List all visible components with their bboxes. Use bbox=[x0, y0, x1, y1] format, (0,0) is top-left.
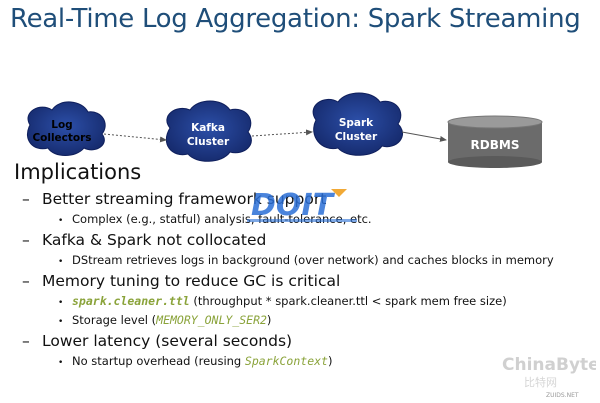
implication-item: –Better streaming framework support bbox=[22, 190, 597, 212]
implication-subitem: • Storage level (MEMORY_ONLY_SER2) bbox=[22, 313, 597, 332]
subitem-text: Storage level (MEMORY_ONLY_SER2) bbox=[72, 313, 271, 327]
svg-text:DOIT: DOIT bbox=[251, 188, 336, 223]
implication-item: –Kafka & Spark not collocated bbox=[22, 231, 597, 253]
subitem-text-part: ) bbox=[327, 354, 333, 368]
bullet-dash: – bbox=[22, 190, 30, 208]
subitem-text: spark.cleaner.ttl (throughput * spark.cl… bbox=[72, 294, 507, 308]
subitem-text-part: Complex (e.g., statful) analysis, fault-… bbox=[72, 212, 372, 226]
arrow-spark-to-rdbms bbox=[401, 131, 447, 142]
subitem-text-part: ) bbox=[266, 313, 272, 327]
bullet-dot: • bbox=[58, 298, 64, 308]
svg-text:ChinaByte: ChinaByte bbox=[502, 355, 596, 375]
doit-watermark-logo: DOIT bbox=[247, 188, 357, 223]
spark-label-1: Spark bbox=[339, 117, 374, 129]
log-collectors-label-2: Collectors bbox=[32, 132, 91, 144]
implication-subitem: • DStream retrieves logs in background (o… bbox=[22, 253, 597, 272]
kafka-label-1: Kafka bbox=[191, 122, 225, 134]
subitem-text: DStream retrieves logs in background (ov… bbox=[72, 253, 554, 267]
bullet-dot: • bbox=[58, 317, 64, 327]
code-term: MEMORY_ONLY_SER2 bbox=[156, 313, 267, 327]
implication-text: Lower latency (several seconds) bbox=[42, 332, 293, 350]
implications-heading: Implications bbox=[14, 160, 142, 184]
spark-cluster-node: Spark Cluster bbox=[312, 92, 404, 156]
log-collectors-node: Log Collectors bbox=[26, 101, 106, 156]
subitem-text: No startup overhead (reusing SparkContex… bbox=[72, 354, 332, 368]
subitem-text-part: Storage level ( bbox=[72, 313, 157, 327]
arrow-collectors-to-kafka bbox=[103, 133, 167, 143]
log-collectors-label-1: Log bbox=[51, 119, 72, 131]
implication-subitem: • spark.cleaner.ttl (throughput * spark.c… bbox=[22, 294, 597, 313]
slide-title: Real-Time Log Aggregation: Spark Streami… bbox=[10, 4, 581, 34]
code-term: SparkContext bbox=[244, 354, 328, 368]
implication-text: Memory tuning to reduce GC is critical bbox=[42, 272, 341, 290]
chinabyte-watermark-logo: ChinaByte 比特网 ZUIDS.NET bbox=[502, 355, 596, 399]
pipeline-diagram: Log Collectors Kafka Cluster Spark Clust… bbox=[26, 92, 543, 168]
implication-text: Kafka & Spark not collocated bbox=[42, 231, 267, 249]
svg-text:比特网: 比特网 bbox=[524, 375, 557, 389]
rdbms-node: RDBMS bbox=[447, 115, 543, 168]
implication-item: –Memory tuning to reduce GC is critical bbox=[22, 272, 597, 294]
bullet-dash: – bbox=[22, 272, 30, 290]
bullet-dot: • bbox=[58, 358, 64, 368]
kafka-cluster-node: Kafka Cluster bbox=[165, 100, 252, 162]
subitem-text-part: (throughput * spark.cleaner.ttl < spark … bbox=[189, 294, 507, 308]
svg-text:ZUIDS.NET: ZUIDS.NET bbox=[546, 392, 579, 399]
subitem-text: Complex (e.g., statful) analysis, fault-… bbox=[72, 212, 372, 226]
bullet-dash: – bbox=[22, 332, 30, 350]
subitem-text-part: DStream retrieves logs in background (ov… bbox=[72, 253, 554, 267]
bullet-dot: • bbox=[58, 216, 64, 226]
bullet-dot: • bbox=[58, 257, 64, 267]
subitem-text-part: No startup overhead (reusing bbox=[72, 354, 245, 368]
implication-item: –Lower latency (several seconds) bbox=[22, 332, 597, 354]
arrow-kafka-to-spark bbox=[251, 129, 313, 137]
implications-list: –Better streaming framework support•Comp… bbox=[22, 190, 597, 373]
implication-subitem: • Complex (e.g., statful) analysis, fault… bbox=[22, 212, 597, 231]
kafka-label-2: Cluster bbox=[187, 136, 230, 148]
spark-label-2: Cluster bbox=[335, 131, 378, 143]
implication-subitem: • No startup overhead (reusing SparkConte… bbox=[22, 354, 597, 373]
implication-text: Better streaming framework support bbox=[42, 190, 327, 208]
rdbms-label: RDBMS bbox=[471, 138, 520, 152]
bullet-dash: – bbox=[22, 231, 30, 249]
code-term: spark.cleaner.ttl bbox=[72, 294, 190, 308]
